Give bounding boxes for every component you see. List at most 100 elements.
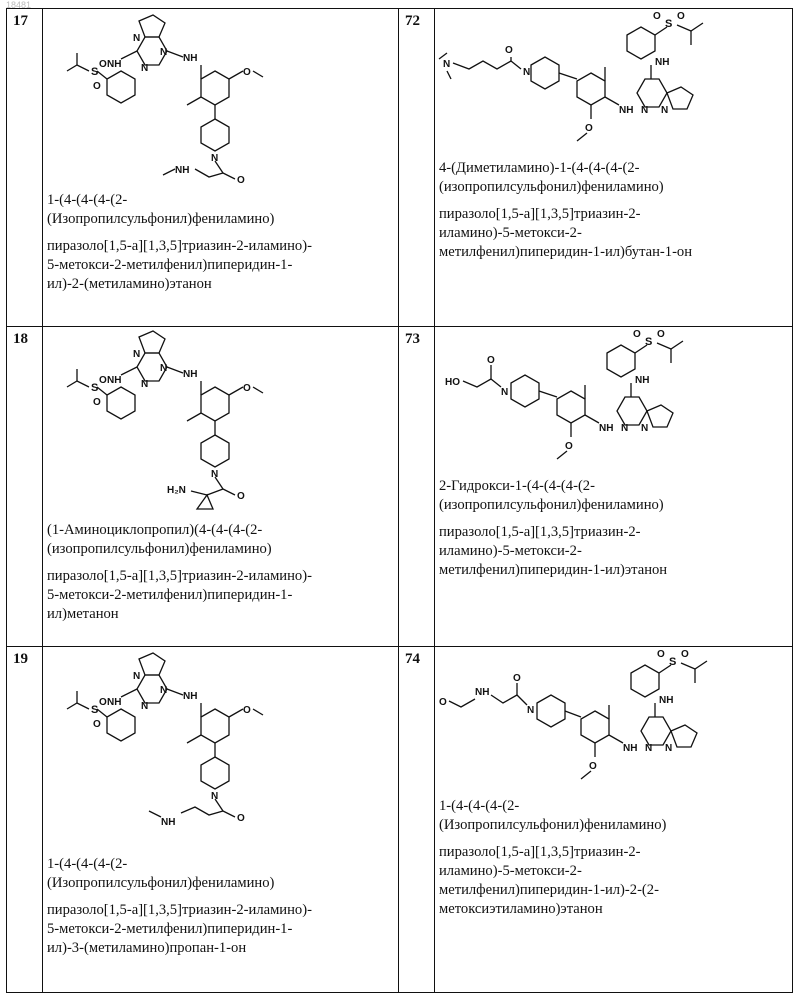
svg-text:N: N — [645, 743, 652, 754]
svg-text:NH: NH — [183, 691, 197, 702]
svg-text:N: N — [141, 63, 148, 74]
compound-name: 2-Гидрокси-1-(4-(4-(4-(2- (изопропилсуль… — [435, 477, 792, 580]
compound-number: 72 — [399, 9, 435, 327]
svg-text:N: N — [141, 701, 148, 712]
svg-text:O: O — [93, 81, 101, 92]
svg-text:N: N — [501, 387, 508, 398]
compound-name-part1: 1-(4-(4-(4-(2- (Изопропилсульфонил)фенил… — [439, 797, 788, 835]
compound-cell: O NH O N O NH N N — [435, 647, 793, 993]
svg-text:N: N — [211, 469, 218, 480]
svg-text:N: N — [141, 379, 148, 390]
svg-text:O: O — [589, 761, 597, 772]
svg-text:N: N — [523, 67, 530, 78]
table-row: 18 N N N NH NH S O O — [7, 327, 793, 647]
compound-name: 4-(Диметиламино)-1-(4-(4-(4-(2- (изопроп… — [435, 159, 792, 262]
svg-text:N: N — [443, 59, 450, 70]
svg-text:O: O — [99, 697, 107, 708]
chemical-structure: N O N O NH — [435, 9, 790, 159]
svg-text:O: O — [487, 355, 495, 366]
svg-text:NH: NH — [107, 375, 121, 386]
compound-name: 1-(4-(4-(4-(2- (Изопропилсульфонил)фенил… — [43, 855, 398, 958]
compound-name-part2: пиразоло[1,5-a][1,3,5]триазин-2- иламино… — [439, 205, 788, 262]
svg-text:O: O — [657, 649, 665, 660]
chemical-structure: HO O N O NH N N NH — [435, 327, 790, 477]
svg-text:N: N — [641, 105, 648, 116]
compound-name-part1: 2-Гидрокси-1-(4-(4-(4-(2- (изопропилсуль… — [439, 477, 788, 515]
svg-text:NH: NH — [475, 687, 489, 698]
compound-name-part2: пиразоло[1,5-a][1,3,5]триазин-2- иламино… — [439, 523, 788, 580]
svg-text:NH: NH — [635, 375, 649, 386]
compound-name-part1: 1-(4-(4-(4-(2- (Изопропилсульфонил)фенил… — [47, 191, 394, 229]
compound-name-part2: пиразоло[1,5-a][1,3,5]триазин-2- иламино… — [439, 843, 788, 919]
svg-text:NH: NH — [619, 105, 633, 116]
svg-text:NH: NH — [161, 817, 175, 828]
svg-text:O: O — [439, 697, 447, 708]
svg-text:O: O — [653, 11, 661, 22]
svg-text:NH: NH — [107, 697, 121, 708]
svg-text:S: S — [91, 704, 98, 716]
compound-cell: N N N NH NH S O O O — [43, 327, 399, 647]
svg-text:N: N — [661, 105, 668, 116]
svg-text:N: N — [160, 363, 167, 374]
svg-text:O: O — [633, 329, 641, 340]
svg-text:O: O — [505, 45, 513, 56]
compound-name-part1: 1-(4-(4-(4-(2- (Изопропилсульфонил)фенил… — [47, 855, 394, 893]
compound-name: (1-Аминоциклопропил)(4-(4-(4-(2- (изопро… — [43, 521, 398, 624]
svg-text:N: N — [665, 743, 672, 754]
chemical-structure: N N N NH NH S O O O — [43, 9, 398, 191]
svg-text:S: S — [91, 66, 98, 78]
svg-text:N: N — [160, 47, 167, 58]
compound-name-part2: пиразоло[1,5-a][1,3,5]триазин-2-иламино)… — [47, 901, 394, 958]
compound-number: 19 — [7, 647, 43, 993]
compound-table: 17 N N N NH NH S O O — [6, 8, 793, 993]
chemical-structure: O NH O N O NH N N — [435, 647, 790, 797]
svg-text:NH: NH — [655, 57, 669, 68]
chemical-structure: N N N NH NH S O O O — [43, 327, 398, 521]
svg-text:NH: NH — [175, 165, 189, 176]
svg-text:NH: NH — [183, 369, 197, 380]
svg-text:O: O — [237, 175, 245, 186]
svg-text:O: O — [657, 329, 665, 340]
compound-name: 1-(4-(4-(4-(2- (Изопропилсульфонил)фенил… — [43, 191, 398, 294]
compound-name-part1: 4-(Диметиламино)-1-(4-(4-(4-(2- (изопроп… — [439, 159, 788, 197]
svg-text:O: O — [677, 11, 685, 22]
svg-text:S: S — [669, 656, 676, 668]
svg-text:S: S — [91, 382, 98, 394]
svg-text:N: N — [133, 33, 140, 44]
svg-text:HO: HO — [445, 377, 460, 388]
svg-text:N: N — [621, 423, 628, 434]
svg-text:O: O — [237, 491, 245, 502]
table-row: 19 N N N NH NH S O O — [7, 647, 793, 993]
svg-text:O: O — [513, 673, 521, 684]
svg-text:O: O — [243, 383, 251, 394]
svg-text:S: S — [645, 336, 652, 348]
svg-text:N: N — [211, 791, 218, 802]
compound-name-part2: пиразоло[1,5-a][1,3,5]триазин-2-иламино)… — [47, 567, 394, 624]
compound-cell: N N N NH NH S O O O — [43, 9, 399, 327]
compound-number: 18 — [7, 327, 43, 647]
svg-text:O: O — [565, 441, 573, 452]
svg-text:O: O — [585, 123, 593, 134]
svg-text:S: S — [665, 18, 672, 30]
svg-text:O: O — [237, 813, 245, 824]
svg-text:O: O — [99, 59, 107, 70]
svg-text:N: N — [641, 423, 648, 434]
svg-text:O: O — [99, 375, 107, 386]
svg-text:O: O — [93, 719, 101, 730]
svg-text:N: N — [527, 705, 534, 716]
compound-name: 1-(4-(4-(4-(2- (Изопропилсульфонил)фенил… — [435, 797, 792, 919]
chemical-structure: N N N NH NH S O O O — [43, 647, 398, 855]
svg-text:N: N — [133, 349, 140, 360]
svg-text:N: N — [133, 671, 140, 682]
compound-cell: N O N O NH — [435, 9, 793, 327]
svg-text:N: N — [211, 153, 218, 164]
svg-text:NH: NH — [659, 695, 673, 706]
svg-text:O: O — [243, 705, 251, 716]
svg-text:NH: NH — [183, 53, 197, 64]
compound-number: 73 — [399, 327, 435, 647]
svg-text:O: O — [243, 67, 251, 78]
svg-text:NH: NH — [623, 743, 637, 754]
svg-text:N: N — [160, 685, 167, 696]
compound-number: 74 — [399, 647, 435, 993]
compound-name-part1: (1-Аминоциклопропил)(4-(4-(4-(2- (изопро… — [47, 521, 394, 559]
